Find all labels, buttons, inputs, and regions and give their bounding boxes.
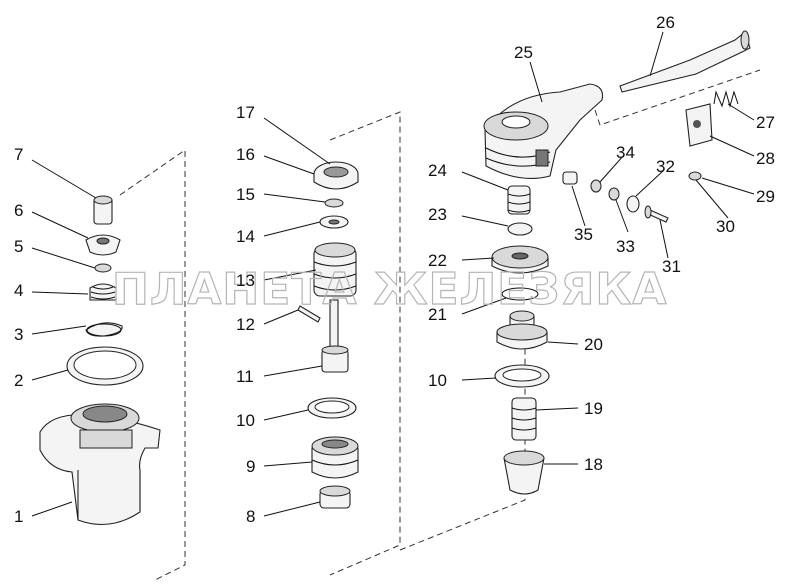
watermark-text: ПЛАНЕТА ЖЕЛЕЗЯКА	[112, 264, 667, 315]
part-2-gasket	[66, 346, 144, 386]
callout-28: 28	[756, 149, 775, 168]
callout-24: 24	[428, 161, 447, 180]
callout-34: 34	[616, 143, 635, 162]
part-20-piston	[496, 310, 548, 350]
part-4-spring	[89, 283, 117, 301]
callout-5: 5	[14, 237, 23, 256]
callout-19: 19	[584, 399, 603, 418]
part-18-valve	[503, 450, 545, 495]
callout-6: 6	[14, 201, 23, 220]
callout-15: 15	[236, 185, 255, 204]
part-34-washer	[590, 179, 602, 193]
part-11-plunger	[321, 299, 349, 373]
callout-16: 16	[236, 145, 255, 164]
part-35-bushing	[562, 171, 578, 185]
part-7-plunger	[93, 195, 113, 225]
part-32-washer	[626, 195, 640, 213]
part-13-spring	[313, 242, 357, 297]
callout-14: 14	[236, 227, 255, 246]
callout-12: 12	[236, 315, 255, 334]
part-24-spring	[507, 185, 531, 215]
callout-8: 8	[246, 507, 255, 526]
callout-18: 18	[584, 455, 603, 474]
callout-31: 31	[662, 257, 681, 276]
part-15-ring	[324, 198, 344, 208]
callout-25: 25	[514, 43, 533, 62]
callout-9: 9	[246, 457, 255, 476]
callout-7: 7	[14, 145, 23, 164]
part-5-ring	[94, 263, 112, 273]
part-21-snap-ring	[501, 287, 539, 301]
callout-23: 23	[428, 205, 447, 224]
part-16-17-cap	[313, 161, 359, 190]
callout-4: 4	[14, 281, 23, 300]
part-22-disc	[491, 245, 549, 274]
part-6-cup	[85, 234, 121, 256]
callout-20: 20	[584, 335, 603, 354]
callout-30: 30	[716, 217, 735, 236]
part-25-lever-body	[483, 83, 604, 179]
callout-21: 21	[428, 305, 447, 324]
part-10a-gasket	[307, 397, 357, 419]
part-3-snap-ring	[85, 322, 123, 337]
part-14-washer	[319, 215, 349, 229]
leader-lines	[31, 31, 755, 517]
part-10b-gasket	[494, 364, 550, 388]
part-27-spring	[713, 90, 739, 108]
part-8-bushing	[319, 485, 351, 509]
callout-17: 17	[236, 103, 255, 122]
callout-11: 11	[236, 367, 254, 386]
callout-35: 35	[574, 225, 593, 244]
part-33-washer	[608, 187, 620, 201]
callout-3: 3	[14, 325, 23, 344]
part-9-seat	[311, 436, 359, 479]
callout-13: 13	[236, 271, 255, 290]
callout-10-right: 10	[428, 371, 447, 390]
assembly-dashed-lines	[119, 69, 761, 581]
callout-32: 32	[656, 157, 675, 176]
part-26-handle	[619, 30, 751, 93]
part-31-screw	[644, 205, 669, 223]
part-28-link	[685, 103, 713, 147]
part-1-housing	[39, 403, 161, 525]
callout-29: 29	[756, 187, 775, 206]
callout-22: 22	[428, 251, 447, 270]
callout-10-middle: 10	[236, 411, 255, 430]
callout-26: 26	[656, 13, 675, 32]
callout-33: 33	[616, 237, 635, 256]
part-29-nut	[688, 171, 702, 181]
callout-labels: 7 6 5 4 3 2 1 17 16 15 14 13 12 11 10 9 …	[14, 13, 775, 526]
part-23-washer	[507, 222, 533, 236]
callout-2: 2	[14, 371, 23, 390]
callout-27: 27	[756, 113, 775, 132]
part-12-pin	[297, 305, 321, 323]
part-19-spring	[511, 397, 537, 441]
callout-1: 1	[14, 507, 23, 526]
